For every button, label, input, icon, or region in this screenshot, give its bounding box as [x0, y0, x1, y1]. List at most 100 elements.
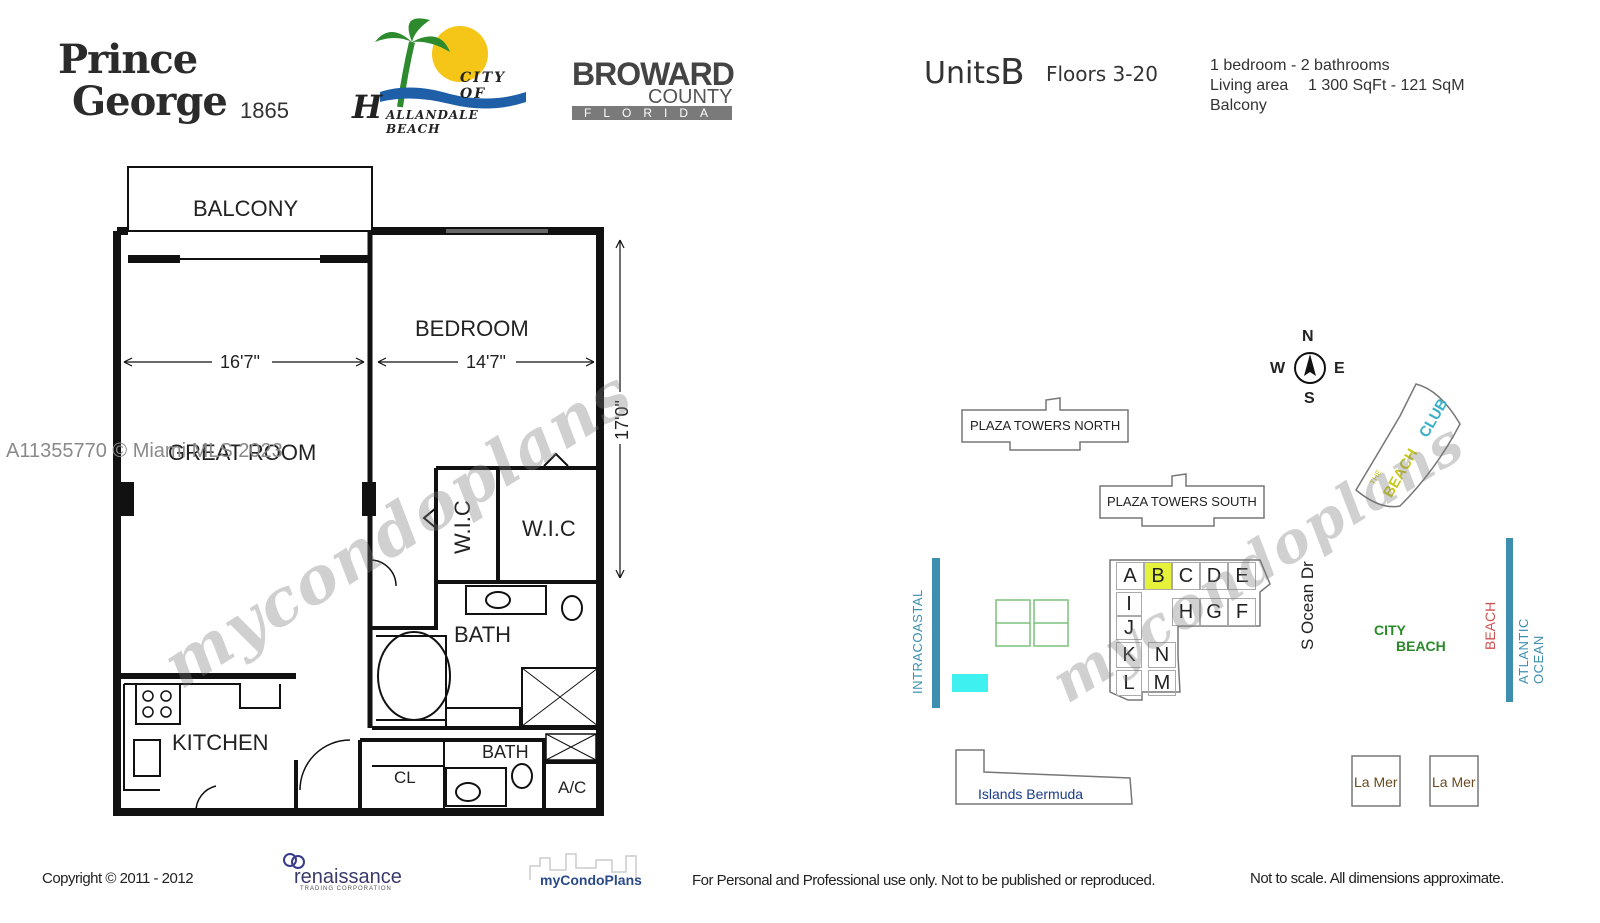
floors-label: Floors 3-20 [1046, 62, 1158, 86]
city-of-text: CITY OF [460, 70, 507, 102]
islands-outline [955, 749, 1133, 805]
spec-area-label: Living area [1210, 77, 1289, 94]
atlantic-label: ATLANTIC OCEAN [1516, 618, 1546, 684]
skyline-icon [529, 853, 637, 880]
kitchen-door-arc [195, 785, 217, 813]
beach-club-outline [1355, 383, 1461, 508]
room-bath-small: BATH [482, 742, 529, 762]
unit-h-label: H [1178, 601, 1194, 623]
unit-m[interactable]: M [1148, 670, 1176, 696]
spec-area-value: 1 300 SqFt - 121 SqM [1308, 77, 1465, 94]
linen [445, 707, 521, 729]
unit-g[interactable]: G [1200, 598, 1228, 626]
unit-l-label: L [1123, 672, 1135, 694]
bath-walls [372, 582, 600, 730]
room-balcony: BALCONY [193, 196, 299, 221]
unit-b[interactable]: B [1144, 562, 1172, 590]
brand-line2: George [72, 78, 228, 125]
unit-h[interactable]: H [1172, 598, 1200, 626]
unit-j[interactable]: J [1116, 616, 1142, 640]
compass-w: W [1270, 360, 1286, 377]
brand-line1: Prince [58, 36, 198, 83]
lamer1-label: La Mer [1354, 774, 1398, 790]
bathtub-box [376, 635, 447, 721]
floor-plan-drawing [113, 166, 625, 816]
compass-icon [1294, 352, 1326, 384]
room-kitchen: KITCHEN [172, 730, 269, 755]
prince-george-outline [1109, 559, 1271, 701]
toilet-main [561, 595, 583, 621]
county-text: COUNTY [648, 86, 733, 108]
plaza-north-outline [961, 397, 1129, 451]
pool-icon [952, 674, 988, 692]
mycondoplans-text: myCondoPlans [540, 872, 642, 888]
lamer2-outline [1429, 755, 1479, 807]
unit-letter: B [1000, 52, 1025, 93]
room-bath-main: BATH [454, 622, 512, 647]
unit-l[interactable]: L [1116, 670, 1142, 696]
intracoastal-bar [932, 558, 940, 708]
scale-note: Not to scale. All dimensions approximate… [1250, 870, 1504, 887]
kitchen-counter [123, 683, 281, 791]
renaissance-logo: renaissance TRADING CORPORATION [280, 852, 420, 892]
wic-door-right [543, 452, 569, 467]
shower [521, 667, 599, 727]
unit-i[interactable]: I [1116, 592, 1142, 616]
bath-door-arc [371, 559, 397, 587]
room-bedroom: BEDROOM [415, 316, 529, 341]
unit-d-label: D [1206, 565, 1222, 587]
lamer1-outline [1351, 755, 1401, 807]
plaza-north-label: PLAZA TOWERS NORTH [970, 418, 1121, 433]
unit-a[interactable]: A [1116, 562, 1144, 590]
compass-s: S [1304, 390, 1315, 407]
great-room-top-wall [117, 227, 372, 263]
florida-text: FLORIDA [583, 106, 720, 120]
renaissance-sub: TRADING CORPORATION [300, 886, 392, 892]
intracoastal-label: INTRACOASTAL [910, 589, 925, 694]
beach-vertical-label: BEACH [1482, 601, 1498, 650]
unit-k-label: K [1122, 644, 1136, 666]
unit-m-label: M [1153, 672, 1171, 694]
usage-note: For Personal and Professional use only. … [692, 872, 1156, 889]
renaissance-text: renaissance [294, 866, 402, 888]
unit-e[interactable]: E [1228, 562, 1256, 590]
entry-walls [294, 738, 546, 812]
unit-n[interactable]: N [1148, 642, 1176, 668]
balcony-outline [127, 166, 373, 232]
unit-c-label: C [1178, 565, 1194, 587]
room-great-room: GREAT ROOM [168, 440, 317, 465]
units-label: Units [924, 56, 1001, 91]
brand-year: 1865 [240, 98, 289, 123]
palm-sun-icon [375, 18, 526, 109]
unit-f-label: F [1235, 601, 1249, 623]
unit-d[interactable]: D [1200, 562, 1228, 590]
broward-county-logo: BROWARD COUNTY FLORIDA [572, 56, 735, 122]
mls-watermark: A11355770 © Miami MLS 2023 [6, 440, 283, 462]
unit-g-label: G [1206, 601, 1222, 623]
sink-main [485, 591, 511, 609]
toilet-small [511, 763, 533, 789]
city-name-text: ALLANDALE BEACH [386, 108, 479, 136]
unit-f[interactable]: F [1228, 598, 1256, 626]
islands-label: Islands Bermuda [978, 786, 1084, 802]
unit-c[interactable]: C [1172, 562, 1200, 590]
florida-bar [572, 106, 732, 120]
unit-e-label: E [1235, 565, 1249, 587]
dim-bedroom: 14'7" [466, 352, 506, 372]
site-plan: N S W E PLAZA TOWERS NORTH PLAZA TOWERS … [880, 320, 1580, 820]
tennis-courts [995, 599, 1069, 647]
spec-extra: Balcony [1210, 97, 1267, 114]
room-ac: A/C [558, 778, 587, 797]
entry-door-arc [299, 739, 351, 791]
lamer2-label: La Mer [1432, 774, 1476, 790]
column-left [120, 482, 134, 516]
unit-a-label: A [1123, 565, 1137, 587]
plaza-south-outline [1099, 473, 1265, 527]
unit-k[interactable]: K [1116, 642, 1142, 668]
bathtub [377, 631, 451, 721]
spec-bedrooms: 1 bedroom - 2 bathrooms [1210, 57, 1390, 74]
unit-b-label: B [1151, 565, 1165, 587]
unit-j-label: J [1124, 617, 1134, 639]
city-beach-label: BEACH [1396, 638, 1446, 654]
small-bath-wall [372, 740, 445, 812]
